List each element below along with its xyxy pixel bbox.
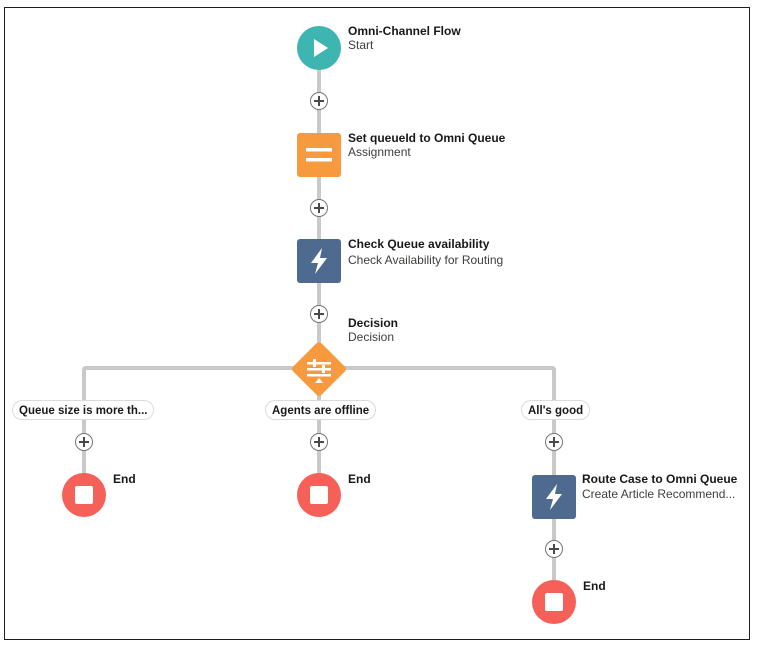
decision-node-subtitle: Decision <box>348 330 395 344</box>
stop-icon <box>297 473 341 517</box>
action-route-subtitle: Create Article Recommend... <box>582 487 736 501</box>
assignment-node-title: Set queueId to Omni Queue <box>348 131 506 145</box>
branch-label-queue-size[interactable]: Queue size is more th... <box>12 400 155 420</box>
add-element-button[interactable] <box>310 92 328 110</box>
connector-branch1 <box>82 366 86 478</box>
add-element-button[interactable] <box>545 433 563 451</box>
action-check-title: Check Queue availability <box>348 237 490 251</box>
connector-branch3 <box>552 366 556 478</box>
stop-icon <box>62 473 106 517</box>
add-element-button[interactable] <box>310 199 328 217</box>
action-check-subtitle: Check Availability for Routing <box>348 253 504 267</box>
connector-branch-left <box>82 366 300 370</box>
connector-branch-right <box>336 366 556 370</box>
start-node[interactable] <box>297 26 341 70</box>
assignment-node[interactable] <box>297 133 341 177</box>
end-node-label: End <box>583 579 606 593</box>
add-element-button[interactable] <box>310 305 328 323</box>
add-element-button[interactable] <box>310 433 328 451</box>
branch-label-agents-offline[interactable]: Agents are offline <box>265 400 377 420</box>
decision-node-title: Decision <box>348 316 399 330</box>
end-node[interactable] <box>62 473 106 517</box>
lightning-icon <box>297 239 341 283</box>
end-node[interactable] <box>532 580 576 624</box>
start-node-title: Omni-Channel Flow <box>348 24 461 38</box>
end-node-label: End <box>113 472 136 486</box>
branch-label-all-good[interactable]: All's good <box>521 400 591 420</box>
end-node-label: End <box>348 472 371 486</box>
equals-icon <box>297 133 341 177</box>
action-node-check-queue[interactable] <box>297 239 341 283</box>
play-icon <box>297 26 341 70</box>
end-node[interactable] <box>297 473 341 517</box>
action-node-route-case[interactable] <box>532 475 576 519</box>
stop-icon <box>532 580 576 624</box>
decision-node[interactable] <box>288 338 350 400</box>
assignment-node-subtitle: Assignment <box>348 145 411 159</box>
add-element-button[interactable] <box>75 433 93 451</box>
action-route-title: Route Case to Omni Queue <box>582 472 738 486</box>
add-element-button[interactable] <box>545 540 563 558</box>
flow-canvas-frame <box>4 7 750 640</box>
start-node-subtitle: Start <box>348 38 374 52</box>
lightning-icon <box>532 475 576 519</box>
decision-icon <box>291 341 347 397</box>
